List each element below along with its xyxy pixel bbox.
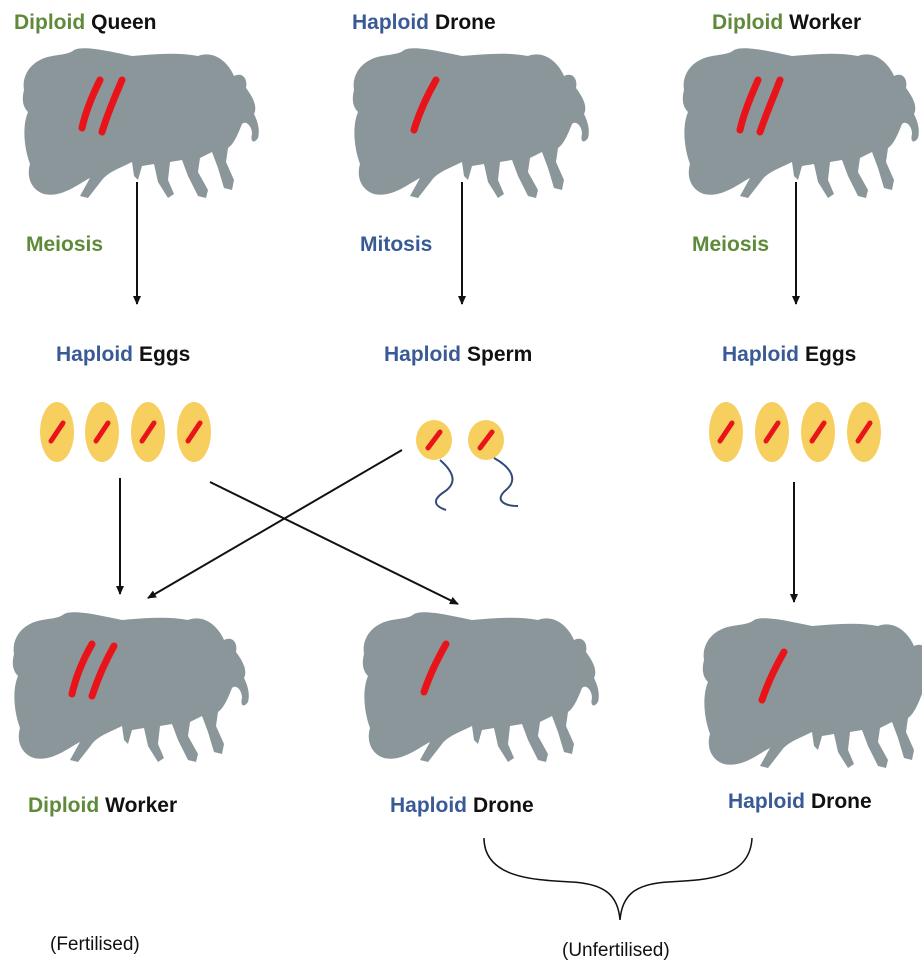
middle-gamete-type: Sperm xyxy=(467,343,532,366)
eggs-to-drone-arrow xyxy=(210,482,458,604)
offspring-right-ploidy: Haploid xyxy=(728,790,805,813)
drone-caste: Drone xyxy=(435,11,496,34)
left-gamete-type: Eggs xyxy=(139,343,190,366)
offspring-left-label: Diploid Worker xyxy=(28,794,177,817)
sperm-tail xyxy=(494,458,518,506)
sperm-to-worker-arrow xyxy=(148,450,402,598)
right-gamete-ploidy: Haploid xyxy=(722,343,799,366)
queen-ploidy: Diploid xyxy=(14,11,85,34)
right-gamete-type: Eggs xyxy=(805,343,856,366)
sperm-cells xyxy=(416,420,518,510)
offspring-middle-ploidy: Haploid xyxy=(390,794,467,817)
left-gamete-ploidy: Haploid xyxy=(56,343,133,366)
right-gamete-label: Haploid Eggs xyxy=(722,343,856,366)
queen-caste: Queen xyxy=(91,11,156,34)
worker-bee-silhouette xyxy=(683,48,919,198)
fertilised-note: (Fertilised) xyxy=(50,934,140,955)
offspring-worker-silhouette xyxy=(13,612,249,762)
middle-gamete-ploidy: Haploid xyxy=(384,343,461,366)
middle-gamete-label: Haploid Sperm xyxy=(384,343,532,366)
offspring-left-caste: Worker xyxy=(105,794,177,817)
left-eggs xyxy=(40,402,211,462)
drone-label: Haploid Drone xyxy=(352,11,496,34)
egg xyxy=(85,402,119,462)
queen-label: Diploid Queen xyxy=(14,11,157,34)
egg xyxy=(177,402,211,462)
egg xyxy=(847,402,881,462)
egg xyxy=(755,402,789,462)
worker-ploidy: Diploid xyxy=(712,11,783,34)
left-gamete-label: Haploid Eggs xyxy=(56,343,190,366)
unfertilised-note: (Unfertilised) xyxy=(562,940,670,961)
offspring-middle-label: Haploid Drone xyxy=(390,794,534,817)
drone-ploidy: Haploid xyxy=(352,11,429,34)
egg xyxy=(709,402,743,462)
egg xyxy=(40,402,74,462)
offspring-middle-caste: Drone xyxy=(473,794,534,817)
egg xyxy=(131,402,165,462)
worker-label: Diploid Worker xyxy=(712,11,861,34)
unfertilised-brace xyxy=(484,838,752,920)
right-eggs xyxy=(709,402,881,462)
middle-division-label: Mitosis xyxy=(360,233,432,256)
queen-bee-silhouette xyxy=(23,48,259,198)
offspring-drone-right-silhouette xyxy=(703,618,922,768)
sperm-tail xyxy=(436,460,453,510)
worker-caste: Worker xyxy=(789,11,861,34)
left-division-label: Meiosis xyxy=(26,233,103,256)
right-division-label: Meiosis xyxy=(692,233,769,256)
sperm xyxy=(416,420,452,460)
egg xyxy=(801,402,835,462)
offspring-drone-silhouette xyxy=(363,612,599,762)
drone-bee-silhouette xyxy=(353,48,589,198)
sperm xyxy=(468,420,504,460)
offspring-right-label: Haploid Drone xyxy=(728,790,872,813)
offspring-left-ploidy: Diploid xyxy=(28,794,99,817)
offspring-right-caste: Drone xyxy=(811,790,872,813)
